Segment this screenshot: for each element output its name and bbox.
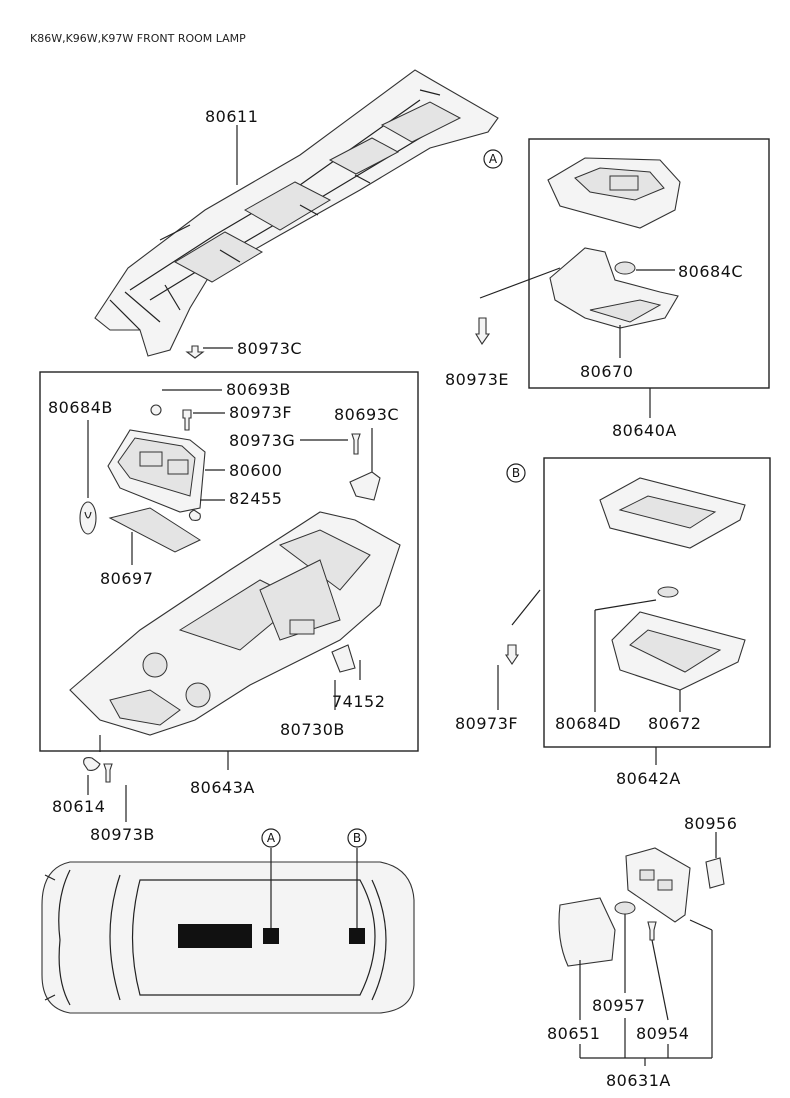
label-80697: 80697 bbox=[100, 569, 153, 588]
screw-80973B bbox=[103, 763, 127, 822]
label-80643A: 80643A bbox=[190, 778, 255, 797]
label-80730B: 80730B bbox=[280, 720, 345, 739]
lamp-bracket-80600 bbox=[107, 429, 206, 513]
screw-80973E bbox=[475, 317, 491, 346]
box-main bbox=[39, 371, 419, 752]
label-80614: 80614 bbox=[52, 797, 105, 816]
label-80954: 80954 bbox=[636, 1024, 689, 1043]
box-a bbox=[528, 138, 770, 389]
clip-80614 bbox=[83, 757, 101, 771]
label-80973F-top: 80973F bbox=[229, 403, 292, 422]
bulb-80684B bbox=[79, 501, 97, 535]
label-80956: 80956 bbox=[684, 814, 737, 833]
marker-a bbox=[263, 928, 279, 944]
bulb-80684D bbox=[657, 586, 679, 598]
screw-80973G bbox=[351, 433, 361, 455]
bulb-80684C bbox=[614, 261, 675, 275]
headliner-panel-80611 bbox=[94, 69, 499, 357]
label-80670: 80670 bbox=[580, 362, 633, 381]
leader-80631A-right-a bbox=[689, 919, 713, 931]
headliner-console bbox=[69, 511, 401, 736]
label-80973E: 80973E bbox=[445, 370, 509, 389]
label-80973F-b: 80973F bbox=[455, 714, 518, 733]
screw-80973F-top bbox=[182, 409, 225, 431]
label-80684B: 80684B bbox=[48, 398, 113, 417]
label-80651: 80651 bbox=[547, 1024, 600, 1043]
label-80600: 80600 bbox=[229, 461, 282, 480]
vehicle-callout-a: A bbox=[261, 828, 281, 848]
clip-80693B bbox=[150, 389, 222, 416]
clip-82455 bbox=[188, 499, 225, 521]
label-80640A: 80640A bbox=[612, 421, 677, 440]
leader-box-a bbox=[479, 267, 561, 299]
leader-box-b bbox=[511, 589, 541, 626]
vehicle-callout-b: B bbox=[347, 828, 367, 848]
label-80642A: 80642A bbox=[616, 769, 681, 788]
pad-80697 bbox=[108, 507, 202, 565]
marker-b bbox=[349, 928, 365, 944]
highlight-bar bbox=[178, 924, 252, 948]
leader-80954 bbox=[651, 939, 669, 1021]
callout-b: B bbox=[506, 463, 526, 483]
label-80672: 80672 bbox=[648, 714, 701, 733]
lamp-housing-b bbox=[599, 477, 746, 549]
clip-80693C bbox=[349, 471, 381, 501]
callout-b-letter: B bbox=[512, 466, 520, 480]
box-b bbox=[543, 457, 771, 748]
diagram-title: K86W,K96W,K97W FRONT ROOM LAMP bbox=[30, 32, 246, 45]
label-82455: 82455 bbox=[229, 489, 282, 508]
label-80973G: 80973G bbox=[229, 431, 295, 450]
label-74152: 74152 bbox=[332, 692, 385, 711]
vehicle-callout-b-letter: B bbox=[353, 831, 361, 845]
screw-80954 bbox=[647, 921, 657, 941]
label-80684D: 80684D bbox=[555, 714, 621, 733]
vehicle-callout-a-letter: A bbox=[267, 831, 276, 845]
callout-a-letter: A bbox=[489, 152, 498, 166]
label-80684C: 80684C bbox=[678, 262, 743, 281]
lens-80651 bbox=[558, 897, 616, 967]
lamp-lens-80670 bbox=[549, 247, 679, 329]
callout-a: A bbox=[483, 149, 503, 169]
label-80693C: 80693C bbox=[334, 405, 399, 424]
label-80693B: 80693B bbox=[226, 380, 291, 399]
lamp-lens-80672 bbox=[611, 611, 746, 691]
leader-80684D-a bbox=[594, 599, 657, 611]
screw-80973C bbox=[185, 345, 233, 359]
label-80957: 80957 bbox=[592, 996, 645, 1015]
lamp-housing-a bbox=[547, 157, 681, 229]
clip-74152 bbox=[331, 644, 361, 680]
lamp-bracket-80956-assembly bbox=[625, 847, 691, 923]
label-80631A: 80631A bbox=[606, 1071, 671, 1090]
label-80611: 80611 bbox=[205, 107, 258, 126]
clip-80956 bbox=[705, 857, 725, 889]
label-80973B: 80973B bbox=[90, 825, 155, 844]
bulb-80957 bbox=[614, 901, 636, 915]
screw-80973F-b bbox=[504, 644, 520, 665]
label-80973C: 80973C bbox=[237, 339, 302, 358]
